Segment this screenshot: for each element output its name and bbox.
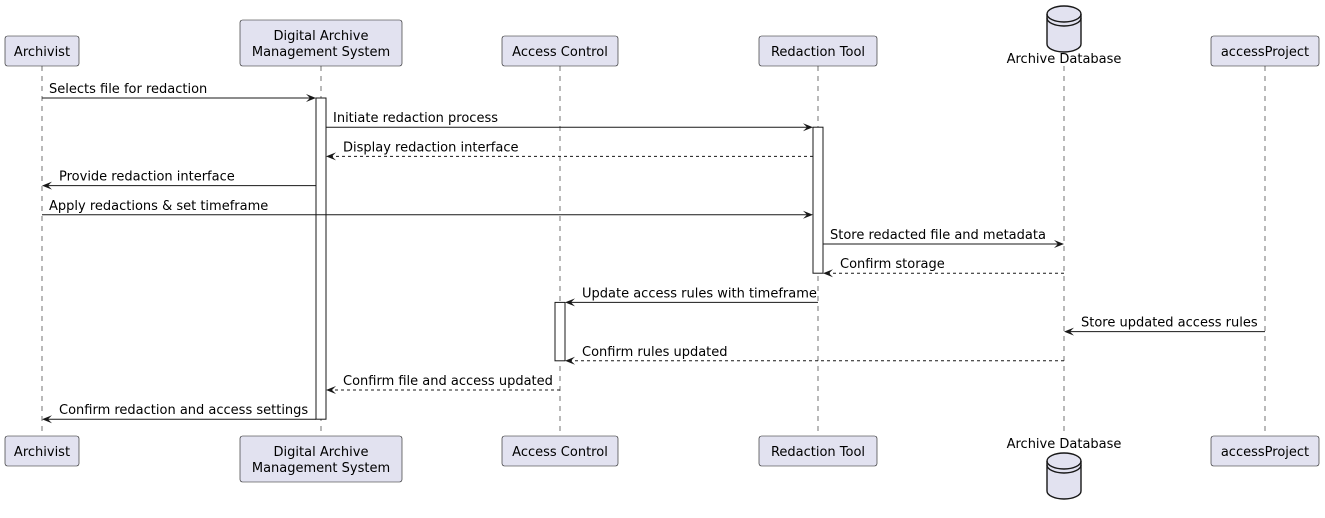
message: Initiate redaction process (326, 111, 813, 132)
participant-box (4, 35, 80, 67)
participant-access-control-top: Access Control (501, 35, 619, 67)
participant-label: accessProject (1221, 445, 1309, 460)
participant-label: Archivist (14, 45, 70, 60)
participant-box (501, 435, 619, 467)
message-label: Store redacted file and metadata (830, 228, 1046, 243)
participant-box (758, 35, 878, 67)
arrowhead-icon (803, 210, 813, 219)
message-label: Apply redactions & set timeframe (49, 199, 268, 214)
participant-redaction-tool-bottom: Redaction Tool (758, 435, 878, 467)
message-label: Confirm file and access updated (343, 374, 553, 389)
message: Selects file for redaction (42, 82, 316, 102)
message: Update access rules with timeframe (565, 286, 818, 307)
participant-box (1210, 435, 1320, 467)
participant-box (239, 19, 403, 67)
participant-label: Digital Archive (274, 445, 369, 460)
message-label: Confirm rules updated (582, 345, 728, 360)
message-label: Store updated access rules (1081, 316, 1258, 331)
participant-archivist-top: Archivist (4, 35, 80, 67)
message: Confirm file and access updated (326, 374, 560, 394)
message-label: Confirm storage (840, 257, 945, 272)
arrowhead-icon (565, 298, 575, 307)
arrowhead-icon (326, 386, 336, 394)
participant-label: Redaction Tool (771, 45, 865, 60)
lifelines (41, 66, 1266, 436)
activation-bar-redaction-tool (812, 126, 824, 274)
message-label: Selects file for redaction (49, 82, 207, 97)
arrowhead-icon (823, 269, 833, 278)
message: Provide redaction interface (42, 170, 316, 190)
message-label: Provide redaction interface (59, 170, 235, 185)
participant-label: Archive Database (1007, 437, 1122, 452)
participant-label: Redaction Tool (771, 445, 865, 460)
participant-access-project-top: accessProject (1210, 35, 1320, 67)
participant-box (1210, 35, 1320, 67)
participant-redaction-tool-top: Redaction Tool (758, 35, 878, 67)
participant-archive-database-top: Archive Database (1007, 5, 1122, 67)
message-label: Update access rules with timeframe (582, 286, 817, 301)
message: Store redacted file and metadata (823, 228, 1064, 248)
participant-label: Digital Archive (274, 29, 369, 44)
database-icon-rim (1046, 13, 1082, 23)
participant-box (239, 435, 403, 483)
message: Store updated access rules (1064, 316, 1265, 336)
arrowhead-icon (803, 123, 813, 132)
participant-access-control-bottom: Access Control (501, 435, 619, 467)
message: Confirm rules updated (565, 345, 1064, 365)
participant-label: Management System (252, 461, 390, 476)
participant-label: Archive Database (1007, 52, 1122, 67)
message-label: Display redaction interface (343, 140, 519, 155)
arrowhead-icon (306, 94, 316, 102)
participant-access-project-bottom: accessProject (1210, 435, 1320, 467)
message: Display redaction interface (326, 140, 813, 161)
participant-label: accessProject (1221, 45, 1309, 60)
participant-label: Management System (252, 45, 390, 60)
arrowhead-icon (1054, 240, 1064, 248)
activation-bar-access-control (554, 301, 566, 362)
arrowhead-icon (42, 415, 52, 424)
database-icon-rim-inner (1046, 17, 1082, 27)
participant-label: Access Control (512, 45, 608, 60)
participant-label: Archivist (14, 445, 70, 460)
message: Confirm storage (823, 257, 1064, 278)
arrowhead-icon (42, 181, 52, 190)
database-icon (1046, 452, 1082, 500)
database-icon-rim-inner (1046, 464, 1082, 474)
arrowhead-icon (1064, 327, 1074, 336)
message: Apply redactions & set timeframe (42, 199, 813, 219)
arrowhead-icon (565, 356, 575, 365)
database-icon-rim (1046, 460, 1082, 470)
participant-box (501, 35, 619, 67)
participant-box (758, 435, 878, 467)
database-icon (1046, 5, 1082, 53)
participant-archivist-bottom: Archivist (4, 435, 80, 467)
participant-archive-database-bottom: Archive Database (1007, 437, 1122, 500)
message: Confirm redaction and access settings (42, 403, 316, 424)
arrowhead-icon (326, 152, 336, 161)
participant-label: Access Control (512, 445, 608, 460)
activation-bars (315, 97, 824, 420)
participant-box (4, 435, 80, 467)
message-label: Initiate redaction process (333, 111, 498, 126)
activation-bar-dams (315, 97, 327, 420)
message-label: Confirm redaction and access settings (59, 403, 308, 418)
